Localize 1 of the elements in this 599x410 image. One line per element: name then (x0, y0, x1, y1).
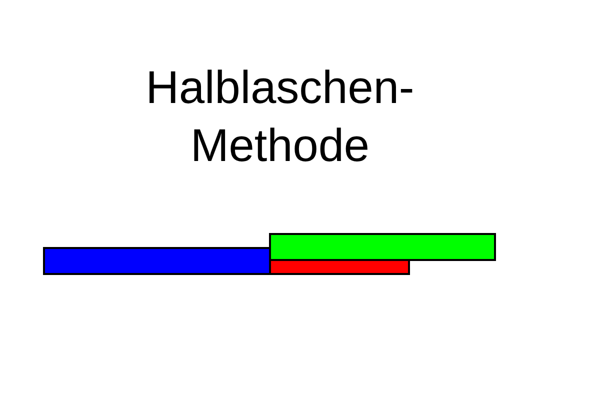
title: Halblaschen- Methode (144, 60, 416, 173)
